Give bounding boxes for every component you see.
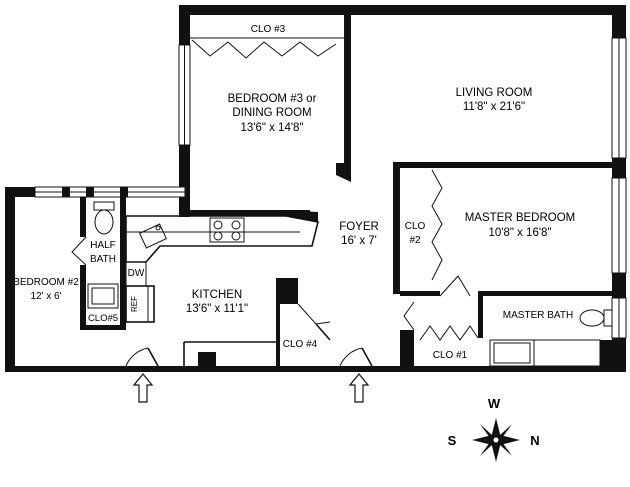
half-bath-label-line2: BATH [90,254,116,265]
entry-door-left [125,347,159,367]
entry-arrow-right [348,373,370,403]
clo2-door [439,275,471,297]
stove-icon [209,217,245,243]
bedroom3-label-line2: DINING ROOM [232,107,311,119]
master-bath-toilet-icon [579,309,613,327]
refrigerator-icon [125,285,155,323]
kitchen-counter [125,215,319,263]
dw-label: DW [128,268,145,279]
compass-w-label: W [488,396,501,411]
bedroom2-dimensions: 12' x 6' [30,291,61,302]
bedroom3-label-line1: BEDROOM #3 or [228,93,317,105]
compass-rose-icon [472,418,520,462]
interior-walls [80,15,614,366]
compass-n-label: N [530,433,539,448]
clo4-label: CLO #4 [283,339,318,350]
master-bedroom-dimensions: 10'8" x 16'8" [488,227,551,239]
master-bath-label: MASTER BATH [503,310,573,321]
kitchen-label: KITCHEN [192,289,242,301]
windows [34,37,627,339]
clo3-label: CLO #3 [251,24,286,35]
clo2-bifold-doors [431,169,443,281]
foyer-label: FOYER [339,221,379,233]
kitchen-dimensions: 13'6" x 11'1" [186,303,248,315]
clo1-bifold-doors [419,325,479,341]
clo4-door [297,303,331,325]
entry-door-right [339,347,373,367]
bathtub-icon [489,339,601,367]
clo5-label: CLO#5 [88,313,118,324]
half-bath-sink-icon [87,283,119,309]
master-bedroom-label: MASTER BEDROOM [465,212,576,224]
half-bath-label-line1: HALF [90,240,116,251]
kitchen-sink-icon [138,223,168,249]
clo1-label: CLO #1 [433,350,468,361]
foyer-dimensions: 16' x 7' [341,235,377,247]
master-bath-door [403,301,415,331]
living-room-dimensions: 11'8" x 21'6" [463,101,525,113]
living-room-label: LIVING ROOM [456,87,533,99]
clo3-bifold-doors [190,37,344,59]
toilet-icon [93,201,115,235]
bedroom3-dimensions: 13'6" x 14'8" [240,122,303,134]
bedroom2-label: BEDROOM #2 [13,277,79,288]
clo2-label-line1: CLO [405,221,426,232]
entry-arrow-left [132,373,154,403]
clo2-label-line2: #2 [409,235,421,246]
ref-label: REF [130,296,139,312]
compass-s-label: S [448,433,457,448]
